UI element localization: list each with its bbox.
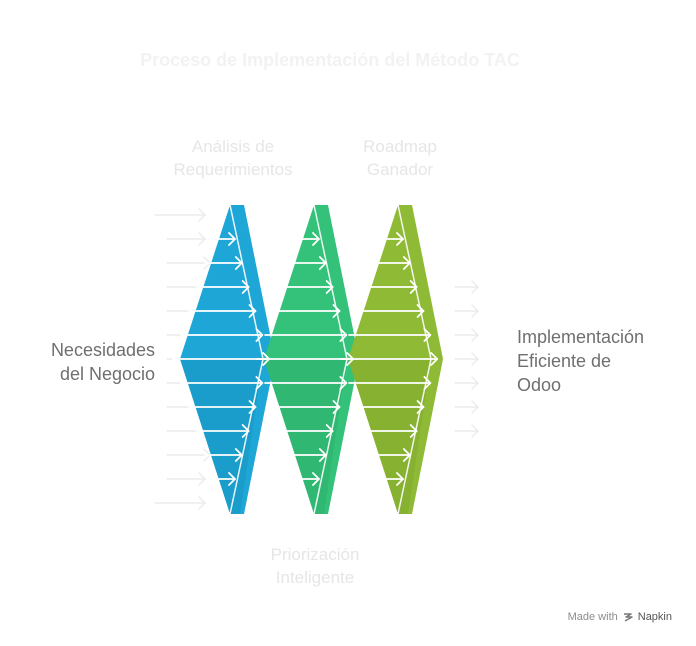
stage-0-arrow-10-head bbox=[234, 448, 243, 462]
bg-arrow-right-3-head bbox=[471, 280, 479, 294]
stage-chevron-shade-1 bbox=[264, 359, 347, 514]
stage-2-arrow-8-head bbox=[416, 400, 425, 414]
stage-0-arrow-9-head bbox=[241, 424, 250, 438]
flow-arrows-foreground bbox=[172, 232, 439, 486]
stage-2-arrow-4-head bbox=[416, 304, 425, 318]
stage-label-roadmap: Roadmap Ganador bbox=[363, 137, 437, 179]
stage-label-priorizacion: Priorización Inteligente bbox=[270, 545, 360, 587]
diagram-title: Proceso de Implementación del Método TAC bbox=[140, 50, 520, 70]
stage-0-arrow-11-head bbox=[228, 472, 236, 486]
stage-2-arrow-7-head bbox=[423, 376, 432, 390]
stage-0-arrow-1-head bbox=[228, 232, 236, 246]
bg-arrow-right-5-head bbox=[471, 328, 479, 342]
stage-0-arrow-3-head bbox=[241, 280, 250, 294]
stage-0-arrow-2-head bbox=[234, 256, 243, 270]
stage-1-arrow-7-head bbox=[339, 376, 348, 390]
stage-label-analisis: Análisis de Requerimientos bbox=[173, 137, 293, 179]
credit-prefix: Made with bbox=[567, 611, 618, 623]
bg-arrow-right-8-head bbox=[471, 400, 479, 414]
stage-1-arrow-10-head bbox=[318, 448, 327, 462]
stage-1-arrow-11-head bbox=[312, 472, 320, 486]
bg-arrow-right-7-head bbox=[471, 376, 479, 390]
credit-brand: Napkin bbox=[637, 611, 672, 623]
stage-1-arrow-1-head bbox=[312, 232, 320, 246]
stage-chevron-shade-2 bbox=[348, 359, 431, 514]
stage-2-arrow-6-head bbox=[430, 352, 439, 366]
stage-2-arrow-11-head bbox=[396, 472, 404, 486]
stage-0-arrow-8-head bbox=[248, 400, 257, 414]
stage-2-arrow-2-head bbox=[402, 256, 411, 270]
stage-1-arrow-9-head bbox=[325, 424, 334, 438]
stage-1-arrow-5-head bbox=[339, 328, 348, 342]
stage-0-arrow-4-head bbox=[248, 304, 257, 318]
bg-arrow-left-0-head bbox=[198, 208, 206, 222]
stage-chevron-shade-0 bbox=[180, 359, 263, 514]
stage-1-arrow-3-head bbox=[325, 280, 334, 294]
stage-1-arrow-2-head bbox=[318, 256, 327, 270]
napkin-logo-icon bbox=[623, 613, 633, 622]
stage-2-arrow-10-head bbox=[402, 448, 411, 462]
bg-arrow-right-4-head bbox=[471, 304, 479, 318]
input-label: Necesidades del Negocio bbox=[50, 340, 155, 384]
stage-2-arrow-3-head bbox=[409, 280, 418, 294]
stage-0-arrow-7-head bbox=[255, 376, 264, 390]
bg-arrow-right-6-head bbox=[471, 352, 479, 366]
stage-1-arrow-4-head bbox=[332, 304, 341, 318]
stage-2-arrow-9-head bbox=[409, 424, 418, 438]
bg-arrow-left-1-head bbox=[198, 232, 206, 246]
stage-1-arrow-8-head bbox=[332, 400, 341, 414]
bg-arrow-left-12-head bbox=[198, 496, 206, 510]
bg-arrow-right-9-head bbox=[471, 424, 479, 438]
output-label: Implementación Eficiente de Odoo bbox=[517, 327, 645, 395]
stage-2-arrow-1-head bbox=[396, 232, 404, 246]
bg-arrow-left-11-head bbox=[198, 472, 206, 486]
stage-2-arrow-5-head bbox=[423, 328, 432, 342]
stage-0-arrow-5-head bbox=[255, 328, 264, 342]
made-with-credit: Made with Napkin bbox=[568, 611, 672, 623]
